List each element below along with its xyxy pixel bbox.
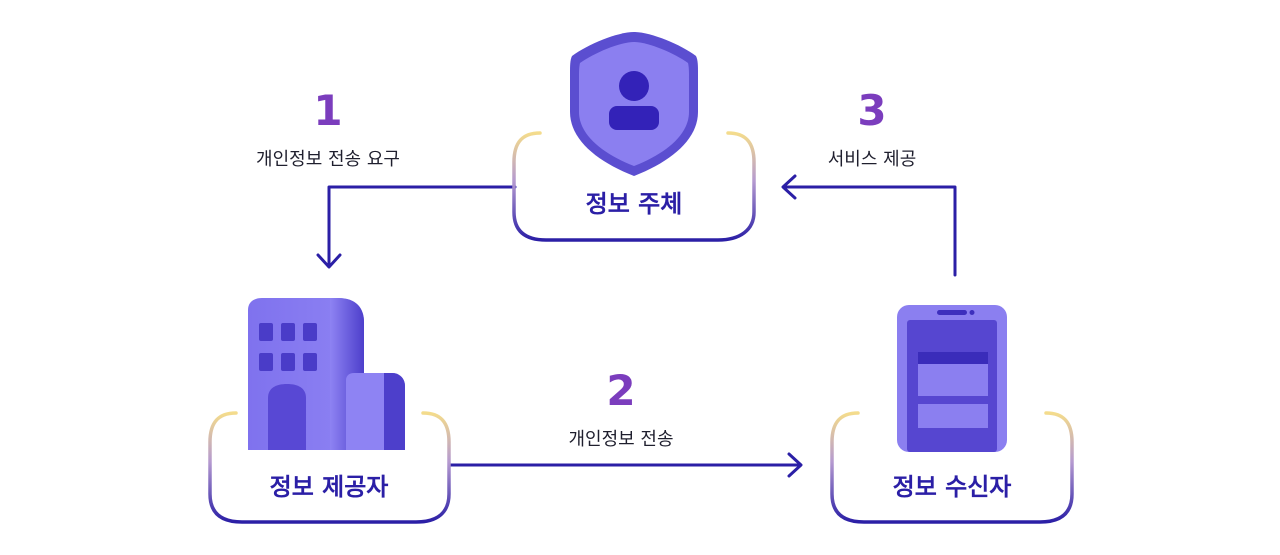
- step-1-number: 1: [313, 86, 343, 135]
- receiver-frame: [830, 411, 1074, 524]
- step-3-number: 3: [857, 86, 887, 135]
- receiver-label: 정보 수신자: [892, 473, 1012, 501]
- arrow-step-3: [781, 174, 957, 277]
- arrow-step-1: [316, 185, 517, 269]
- step-2-number: 2: [606, 366, 636, 415]
- subject-frame: [512, 131, 756, 242]
- step-1-text: 개인정보 전송 요구: [256, 149, 400, 170]
- building-icon: [248, 298, 405, 450]
- step-3-text: 서비스 제공: [827, 149, 917, 170]
- provider-label: 정보 제공자: [269, 473, 389, 501]
- shield-person-icon: [570, 32, 698, 176]
- step-2-text: 개인정보 전송: [568, 429, 674, 450]
- arrow-step-2: [447, 452, 803, 478]
- smartphone-icon: [897, 305, 1007, 452]
- subject-label: 정보 주체: [585, 190, 683, 218]
- provider-frame: [208, 411, 451, 524]
